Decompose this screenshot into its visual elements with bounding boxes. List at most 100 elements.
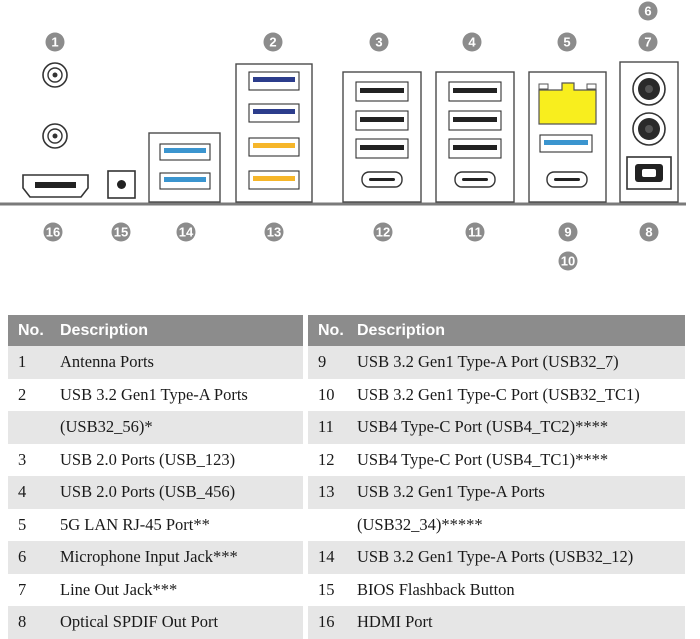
column-gap: [303, 346, 308, 379]
svg-text:12: 12: [376, 225, 390, 240]
column-gap: [303, 315, 308, 346]
svg-text:3: 3: [375, 35, 382, 50]
port-number-right: [308, 509, 347, 542]
callout-9: 9: [558, 222, 578, 242]
svg-text:15: 15: [114, 225, 128, 240]
callout-5: 5: [557, 32, 577, 52]
header-description-left: Description: [50, 315, 303, 346]
port-description-right: USB 3.2 Gen1 Type-A Port (USB32_7): [347, 346, 685, 379]
callout-4: 4: [462, 32, 482, 52]
port-number-left: 4: [8, 476, 50, 509]
svg-text:6: 6: [644, 4, 651, 19]
svg-text:11: 11: [468, 225, 482, 240]
column-gap: [303, 411, 308, 444]
port-description-right: USB 3.2 Gen1 Type-A Ports (USB32_12): [347, 541, 685, 574]
port-description-left: USB 3.2 Gen1 Type-A Ports: [60, 384, 248, 404]
port-description-right: USB 3.2 Gen1 Type-A Ports: [347, 476, 685, 509]
optical-spdif-port-icon: [626, 156, 672, 190]
lan-usb-block: [528, 71, 607, 203]
port-description-right: BIOS Flashback Button: [357, 579, 515, 599]
table-row: 5 5G LAN RJ-45 Port** (USB32_34)*****: [8, 508, 685, 542]
column-gap: [303, 573, 308, 606]
port-description-right: USB4 Type-C Port (USB4_TC1)****: [357, 449, 609, 469]
header-no-right: No.: [308, 315, 347, 346]
svg-text:16: 16: [46, 225, 60, 240]
svg-text:8: 8: [645, 225, 652, 240]
port-number-right: 12: [318, 449, 335, 469]
rear-io-diagram: 1 2 3 4 5 6 7 8 9 10 11 12 13 14 15 16: [0, 1, 686, 271]
callout-8: 8: [639, 222, 659, 242]
port-description-left: USB 2.0 Ports (USB_456): [50, 476, 303, 509]
port-description-left: USB 2.0 Ports (USB_123): [60, 449, 236, 469]
column-gap: [303, 541, 308, 574]
port-number-right: 9: [308, 346, 347, 379]
antenna-connector-icon: [42, 62, 68, 88]
svg-text:14: 14: [179, 225, 194, 240]
callout-13: 13: [264, 222, 284, 242]
callout-2: 2: [263, 32, 283, 52]
antenna-connector-icon: [42, 123, 68, 149]
port-number-right: 14: [308, 541, 347, 574]
port-number-right: 11: [308, 411, 347, 444]
hdmi-port: [22, 174, 89, 198]
usb32-stack-block: [235, 63, 313, 203]
port-description-left: Line Out Jack***: [60, 579, 178, 599]
port-number-left: 2: [18, 384, 27, 404]
header-no-left: No.: [8, 315, 50, 346]
port-description-right: USB4 Type-C Port (USB4_TC2)****: [347, 411, 685, 444]
svg-text:4: 4: [468, 35, 476, 50]
port-description-right: HDMI Port: [347, 606, 685, 639]
port-description-left: Optical SPDIF Out Port: [50, 606, 303, 639]
callout-1: 1: [45, 32, 65, 52]
svg-text:5: 5: [563, 35, 570, 50]
svg-text:13: 13: [267, 225, 281, 240]
callout-7: 7: [638, 32, 658, 52]
callout-15: 15: [111, 222, 131, 242]
port-number-right: 15: [318, 579, 335, 599]
usb32-12-port-block: [148, 132, 221, 203]
column-gap: [303, 378, 308, 411]
table-header-row: No. Description No. Description: [8, 315, 685, 346]
port-description-left: (USB32_56)*: [50, 411, 303, 444]
line-out-jack-icon: [632, 112, 666, 146]
usb20-usb4-block-b: [435, 71, 515, 203]
port-number-right: 16: [308, 606, 347, 639]
column-gap: [303, 443, 308, 476]
bios-flashback-button: [107, 170, 136, 199]
port-number-left: 6: [8, 541, 50, 574]
port-description-left: 5G LAN RJ-45 Port**: [60, 514, 210, 534]
svg-text:1: 1: [51, 35, 58, 50]
usb20-usb4-block-a: [342, 71, 422, 203]
port-number-left: 3: [18, 449, 27, 469]
table-row: 3 USB 2.0 Ports (USB_123) 12 USB4 Type-C Po…: [8, 443, 685, 476]
port-number-left: [8, 411, 50, 444]
port-description-right: (USB32_34)*****: [357, 514, 483, 534]
port-description-left: Microphone Input Jack***: [50, 541, 303, 574]
svg-text:10: 10: [561, 254, 575, 269]
port-number-left: 8: [8, 606, 50, 639]
microphone-jack-icon: [632, 72, 666, 106]
callout-3: 3: [369, 32, 389, 52]
port-number-left: 5: [18, 514, 27, 534]
svg-text:9: 9: [564, 225, 571, 240]
audio-block: [619, 61, 679, 203]
port-description-left: Antenna Ports: [50, 346, 303, 379]
port-number-right: 10: [318, 384, 335, 404]
svg-text:2: 2: [269, 35, 276, 50]
callout-10: 10: [558, 251, 578, 271]
column-gap: [303, 476, 308, 509]
callout-12: 12: [373, 222, 393, 242]
callout-16: 16: [43, 222, 63, 242]
header-description-right: Description: [347, 315, 685, 346]
callout-14: 14: [176, 222, 196, 242]
port-number-right: 13: [308, 476, 347, 509]
callout-6: 6: [638, 1, 658, 21]
